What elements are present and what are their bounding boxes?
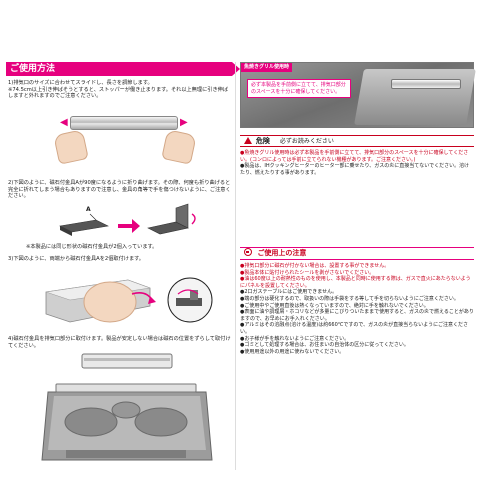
caution-header: ご使用上の注意 [240, 247, 474, 260]
danger-body: ●魚焼きグリル使用時は必ず本製品を手前側に立てて、排気口部分のスペースを十分に確… [240, 150, 474, 176]
caution-line: ●製品本体に貼付けられたシールを剥がさないでください。 [240, 269, 375, 276]
caution-list: ●排気口部分に磁石が付かない場合は、設置する事ができません。 ●製品本体に貼付け… [240, 263, 474, 355]
cooktop-illustration [36, 352, 216, 468]
right-hand-image [161, 129, 197, 165]
danger-line: ●製品は、IHクッキングヒーターのヒーター部に乗せたり、ガスの炎に直接当てないで… [240, 163, 470, 176]
column-divider [235, 62, 236, 470]
caution-line: ●お子様が手を触れないようにご注意ください。 [240, 335, 350, 342]
danger-header: 危険 必ずお読みください [240, 135, 474, 147]
warning-triangle-icon [244, 137, 252, 144]
grill-photo-tab: 魚焼きグリル使用時 [241, 63, 293, 72]
bracket-bend-image [59, 203, 196, 236]
step-3: 3)下図のように、両端から磁石付金具Aを2個取付けます。 [8, 256, 232, 263]
grill-photo: 魚焼きグリル使用時 必ず本製品を手前側に立てて、排気口部分のスペースを十分に確保… [240, 62, 476, 128]
step-2-text: 2)下図のように、磁石付金具Aが90度になるように折り曲げます。その際、何度も折… [8, 180, 231, 200]
usage-section: ご使用方法 1)排気口のサイズに合わせてスライドし、長さを調節します。 ※74.… [6, 62, 240, 472]
step-4: 4)磁石付金具を排気口部分に取付けます。製品が安定しない場合は磁石の位置をずらし… [8, 336, 232, 349]
step-1-note: ※74.5cm以上引き伸ばそうとすると、ストッパーが働き止まります。それ以上無理… [8, 86, 229, 100]
left-hand-image [53, 129, 89, 165]
arrow-left-icon: ◀ [60, 117, 68, 128]
cooktop-image [41, 353, 213, 461]
danger-subtitle: 必ずお読みください [279, 138, 334, 145]
caution-line: ●アルミはその溶融点(溶ける温度)は約660℃ですので、ガスの炎が直接当らないよ… [240, 322, 468, 335]
caution-line: ●ご使用中やご使用直後は熱くなっていますので、絶対に手を触れないでください。 [240, 302, 429, 309]
caution-line: ●油は60度以上の耐熱性のものを使用し、本製品と同時に使用する際は、ガスで直火に… [240, 276, 471, 289]
danger-line: ●魚焼きグリル使用時は必ず本製品を手前側に立てて、排気口部分のスペースを十分に確… [240, 150, 469, 163]
caution-title: ご使用上の注意 [257, 249, 307, 257]
caution-circle-icon [244, 248, 252, 256]
arrow-right-icon: ▶ [180, 117, 188, 128]
panel-image [391, 79, 461, 89]
step-2-note: ※本製品には同じ形状の磁石付金具が2個入っています。 [26, 244, 158, 250]
caution-line: ●使用用途以外の用途に使わないでください。 [240, 348, 345, 355]
grill-image [354, 69, 476, 125]
caution-line: ●排気口部分に磁石が付かない場合は、設置する事ができません。 [240, 263, 390, 269]
bar-image [70, 116, 178, 130]
attach-illustration [40, 266, 220, 332]
step-3-text: 3)下図のように、両端から磁石付金具Aを2個取付けます。 [8, 256, 144, 262]
caution-line: ●2口ガステーブルにはご使用できません。 [240, 289, 338, 296]
grill-photo-callout: 必ず本製品を手前側に立てて、排気口部分のスペースを十分に確保してください。 [247, 79, 351, 99]
bend-illustration: A [56, 202, 206, 242]
usage-title: ご使用方法 [6, 62, 240, 76]
step-2: 2)下図のように、磁石付金具Aが90度になるように折り曲げます。その際、何度も折… [8, 180, 232, 200]
warnings-section: 魚焼きグリル使用時 必ず本製品を手前側に立てて、排気口部分のスペースを十分に確保… [240, 62, 476, 472]
bracket-a-label: A [86, 206, 91, 213]
danger-title: 危険 [255, 137, 270, 145]
step-1: 1)排気口のサイズに合わせてスライドし、長さを調節します。 ※74.5cm以上引… [8, 80, 232, 100]
caution-line: ●ゴミとして処理する場合は、お住まいの自治体の区分に従ってください。 [240, 342, 409, 349]
step-4-text: 4)磁石付金具を排気口部分に取付けます。製品が安定しない場合は磁石の位置をずらし… [8, 336, 231, 349]
caution-line: ●表面に油や調理屑・ホコリなどが多量にこびりついたままで使用すると、ガスの炎で燃… [240, 309, 474, 322]
slide-illustration: ◀ ▶ [46, 106, 206, 166]
step-1-text: 1)排気口のサイズに合わせてスライドし、長さを調節します。 [8, 80, 153, 86]
caution-line: ●端の部分は硬化するので、取扱いの際は手袋をする等して手を切らないようにご注意く… [240, 295, 459, 302]
attach-magnet-image [45, 277, 213, 323]
arrow-right-icon [118, 219, 140, 233]
